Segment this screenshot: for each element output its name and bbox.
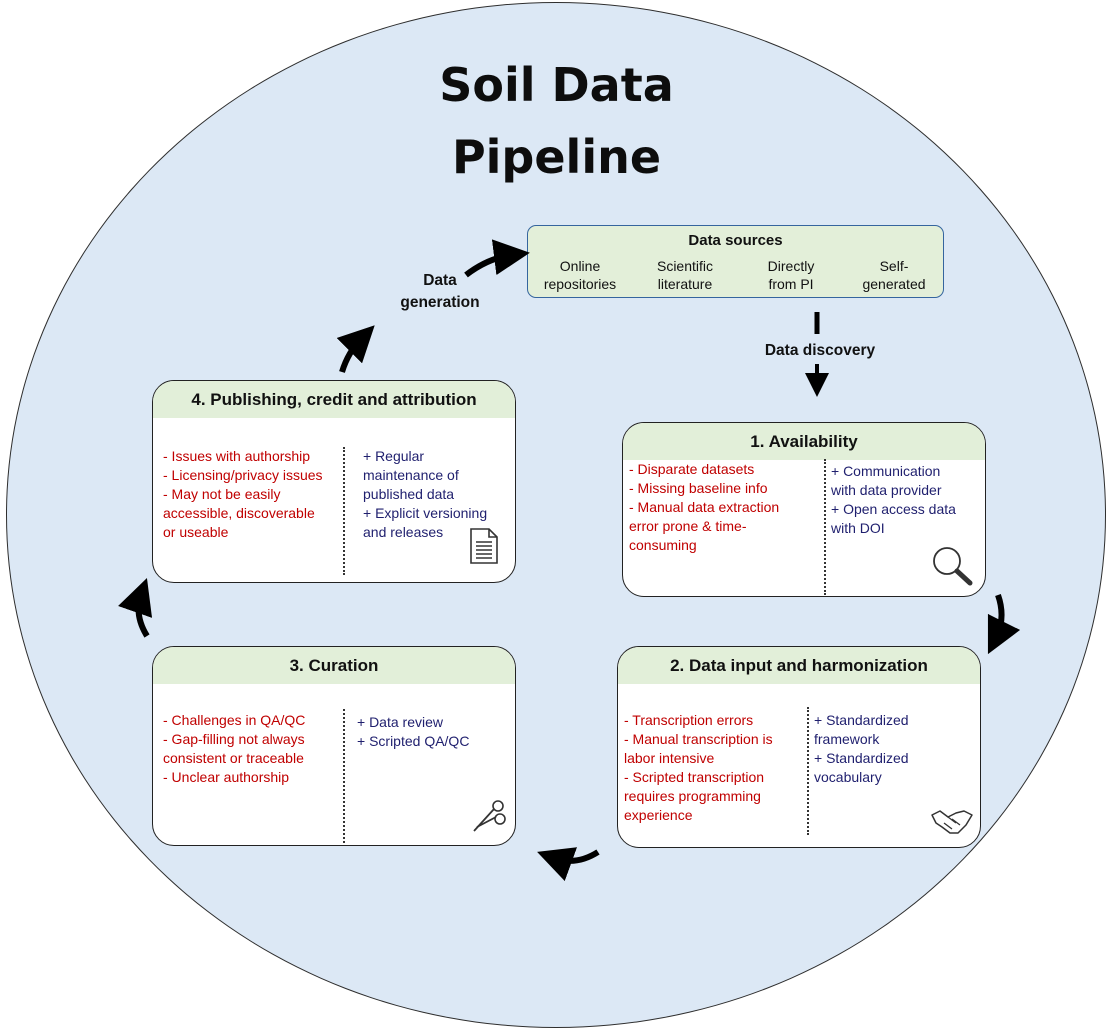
arrow-publishing-to-generation bbox=[336, 325, 375, 373]
page-title-line1: Soil Data bbox=[439, 58, 674, 112]
source-scientific-literature: Scientific literature bbox=[656, 258, 714, 292]
label-data-generation: Data generation bbox=[400, 272, 480, 311]
solution-item: + Communication with data provider bbox=[831, 463, 942, 498]
data-sources-heading: Data sources bbox=[688, 232, 783, 249]
stage-3-card: 3. Curation - Challenges in QA/QC - Gap-… bbox=[152, 646, 516, 846]
stage-1-divider bbox=[824, 459, 826, 595]
challenge-item: - Transcription errors bbox=[624, 712, 754, 728]
stage-2-solutions: + Standardized framework + Standardized … bbox=[814, 711, 964, 787]
solution-item: + Data review bbox=[357, 714, 443, 730]
page-title-line2: Pipeline bbox=[451, 130, 662, 184]
challenge-item: - Scripted transcription requires progra… bbox=[624, 769, 765, 823]
challenge-item: - Challenges in QA/QC bbox=[163, 712, 306, 728]
handshake-icon bbox=[931, 810, 973, 834]
label-data-discovery: Data discovery bbox=[764, 342, 876, 359]
stage-1-solutions: + Communication with data provider + Ope… bbox=[831, 462, 983, 538]
stage-2-title: 2. Data input and harmonization bbox=[618, 647, 980, 684]
stage-4-title: 4. Publishing, credit and attribution bbox=[153, 381, 515, 418]
solution-item: + Scripted QA/QC bbox=[357, 733, 470, 749]
source-self-generated: Self- generated bbox=[862, 258, 926, 292]
solution-item: + Regular maintenance of published data bbox=[363, 448, 459, 502]
challenge-item: - Gap-filling not always consistent or t… bbox=[163, 731, 305, 766]
solution-item: + Standardized vocabulary bbox=[814, 750, 909, 785]
challenge-item: - Issues with authorship bbox=[163, 448, 311, 464]
source-online-repositories: Online repositories bbox=[543, 258, 617, 292]
stage-1-title: 1. Availability bbox=[623, 423, 985, 460]
stage-4-card: 4. Publishing, credit and attribution - … bbox=[152, 380, 516, 583]
source-directly-from-pi: Directly from PI bbox=[767, 258, 815, 292]
stage-4-challenges: - Issues with authorship - Licensing/pri… bbox=[163, 447, 343, 542]
challenge-item: - Unclear authorship bbox=[163, 769, 290, 785]
challenge-item: - May not be easily accessible, discover… bbox=[163, 486, 315, 540]
challenge-item: - Manual transcription is labor intensiv… bbox=[624, 731, 773, 766]
data-sources-box: Data sources Online repositories Scienti… bbox=[527, 225, 944, 298]
stage-3-solutions: + Data review + Scripted QA/QC bbox=[357, 713, 507, 751]
challenge-item: - Disparate datasets bbox=[629, 461, 755, 477]
arrow-harmonization-to-curation bbox=[537, 847, 600, 882]
challenge-item: - Licensing/privacy issues bbox=[163, 467, 323, 483]
stage-2-divider bbox=[807, 707, 809, 835]
solution-item: + Standardized framework bbox=[814, 712, 909, 747]
stage-3-divider bbox=[343, 709, 345, 843]
challenge-item: - Manual data extraction error prone & t… bbox=[629, 499, 780, 553]
stage-4-solutions: + Regular maintenance of published data … bbox=[363, 447, 513, 542]
stage-3-title: 3. Curation bbox=[153, 647, 515, 684]
stage-3-challenges: - Challenges in QA/QC - Gap-filling not … bbox=[163, 711, 343, 787]
stage-4-divider bbox=[343, 447, 345, 575]
arrow-curation-to-publishing bbox=[118, 578, 153, 638]
stage-2-card: 2. Data input and harmonization - Transc… bbox=[617, 646, 981, 848]
solution-item: + Open access data with DOI bbox=[831, 501, 956, 536]
stage-1-challenges: - Disparate datasets - Missing baseline … bbox=[629, 460, 823, 555]
stage-2-challenges: - Transcription errors - Manual transcri… bbox=[624, 711, 808, 825]
scissors-icon bbox=[473, 800, 506, 832]
arrow-generation-to-sources bbox=[464, 239, 530, 278]
document-icon bbox=[470, 528, 498, 564]
challenge-item: - Missing baseline info bbox=[629, 480, 768, 496]
magnifying-glass-icon bbox=[933, 547, 973, 586]
arrow-availability-to-harmonization bbox=[987, 594, 1021, 655]
solution-item: + Explicit versioning and releases bbox=[363, 505, 488, 540]
stage-1-card: 1. Availability - Disparate datasets - M… bbox=[622, 422, 986, 597]
